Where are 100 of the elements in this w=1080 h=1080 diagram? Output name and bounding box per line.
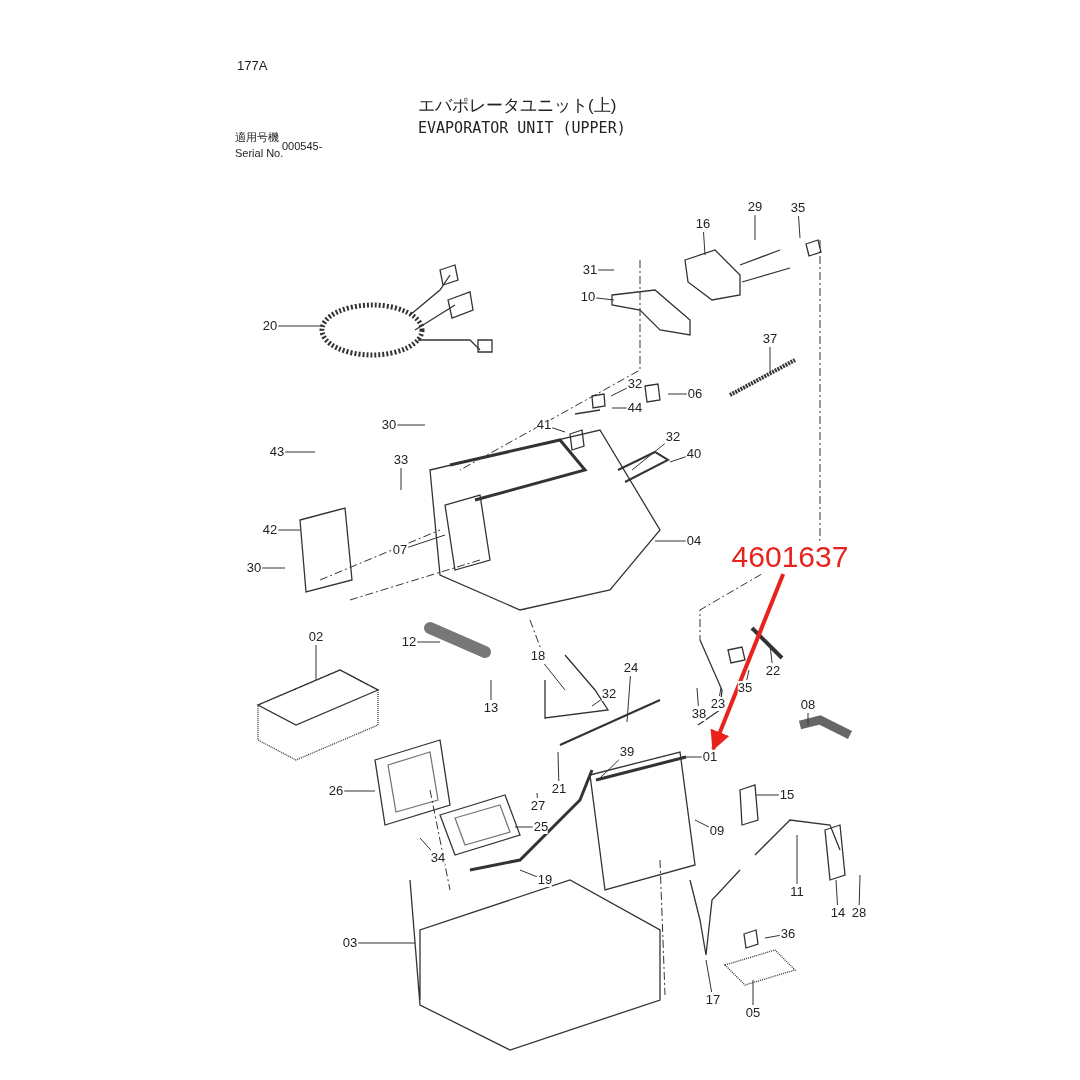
callout-number: 06 [687, 387, 703, 401]
leader-line [681, 756, 703, 758]
leader-line [631, 443, 666, 471]
callout-number: 03 [342, 936, 358, 950]
title: エバポレータユニット(上) [418, 95, 617, 117]
callout-number: 07 [392, 543, 408, 557]
leader-line [610, 387, 628, 397]
callout-number: 21 [551, 782, 567, 796]
callout-number: 12 [401, 635, 417, 649]
callout-number: 27 [530, 799, 546, 813]
leader-line [284, 451, 316, 453]
callout-number: 40 [686, 447, 702, 461]
callout-number: 37 [762, 332, 778, 346]
leader-line [611, 407, 628, 409]
callout-number: 16 [695, 217, 711, 231]
subtitle: EVAPORATOR UNIT (UPPER) [418, 119, 626, 137]
leader-line [514, 826, 534, 828]
callout-number: 35 [790, 201, 806, 215]
leader-line [400, 467, 402, 491]
leader-line [543, 663, 566, 691]
callout-number: 28 [851, 906, 867, 920]
serial-number: 000545- [282, 140, 323, 152]
callout-number: 44 [627, 401, 643, 415]
leader-line [396, 424, 426, 426]
arrow [710, 573, 786, 751]
callout-number: 23 [710, 697, 726, 711]
callout-number: 26 [328, 784, 344, 798]
callout-number: 34 [430, 851, 446, 865]
callout-number: 10 [580, 290, 596, 304]
leader-line [754, 214, 756, 241]
leader-line [807, 712, 809, 726]
leader-line [416, 641, 441, 643]
leader-line [696, 687, 699, 707]
leader-line [551, 427, 566, 433]
leader-line [752, 979, 754, 1006]
leader-line [703, 231, 706, 256]
callout-number: 08 [800, 698, 816, 712]
leader-line [599, 759, 620, 779]
leader-line [769, 346, 771, 373]
callout-number: 38 [691, 707, 707, 721]
callout-number: 31 [582, 263, 598, 277]
callout-number: 30 [381, 418, 397, 432]
callout-number: 39 [619, 745, 635, 759]
leader-line [705, 959, 713, 993]
callout-number: 20 [262, 319, 278, 333]
leader-line [557, 751, 560, 782]
callout-number: 17 [705, 993, 721, 1007]
leader-line [858, 874, 861, 906]
callout-number: 29 [747, 200, 763, 214]
leader-line [796, 834, 798, 885]
callout-number: 35 [737, 681, 753, 695]
leader-line [407, 534, 446, 548]
callout-number: 09 [709, 824, 725, 838]
callout-number: 42 [262, 523, 278, 537]
leader-line [591, 699, 602, 707]
callout-number: 19 [537, 873, 553, 887]
leader-line [490, 679, 492, 701]
leader-line [277, 529, 301, 531]
callout-number: 01 [702, 750, 718, 764]
callout-number: 18 [530, 649, 546, 663]
callout-number: 32 [665, 430, 681, 444]
leader-line [798, 215, 801, 239]
callout-number: 32 [627, 377, 643, 391]
leader-line [315, 644, 317, 681]
leader-line [597, 269, 615, 271]
leader-line [694, 819, 710, 828]
leader-line [719, 687, 722, 697]
callout-number: 02 [308, 630, 324, 644]
callout-number: 13 [483, 701, 499, 715]
callout-number: 05 [745, 1006, 761, 1020]
leader-line [261, 567, 286, 569]
callout-number: 32 [601, 687, 617, 701]
callout-number: 43 [269, 445, 285, 459]
leader-line [764, 934, 781, 939]
leader-line [536, 792, 538, 799]
leader-line [835, 879, 838, 906]
callout-number: 30 [246, 561, 262, 575]
callout-number: 14 [830, 906, 846, 920]
callout-number: 36 [780, 927, 796, 941]
leader-line [419, 837, 432, 851]
callout-number: 24 [623, 661, 639, 675]
leader-line [669, 456, 687, 463]
leader-line [755, 794, 780, 796]
leader-line [667, 393, 688, 395]
leader-line [519, 869, 538, 878]
leader-line [357, 942, 416, 944]
callout-number: 04 [686, 534, 702, 548]
leader-line [626, 675, 631, 723]
callout-number: 15 [779, 788, 795, 802]
page-number: 177A [237, 58, 268, 73]
callout-number: 25 [533, 820, 549, 834]
callout-number: 33 [393, 453, 409, 467]
serial-heading: 適用号機 [235, 130, 279, 145]
leader-line [343, 790, 376, 792]
callout-number: 22 [765, 664, 781, 678]
leader-line [654, 540, 687, 542]
callout-number: 41 [536, 418, 552, 432]
leader-line [277, 325, 323, 327]
callout-number: 11 [790, 885, 804, 899]
leader-line [595, 297, 615, 301]
